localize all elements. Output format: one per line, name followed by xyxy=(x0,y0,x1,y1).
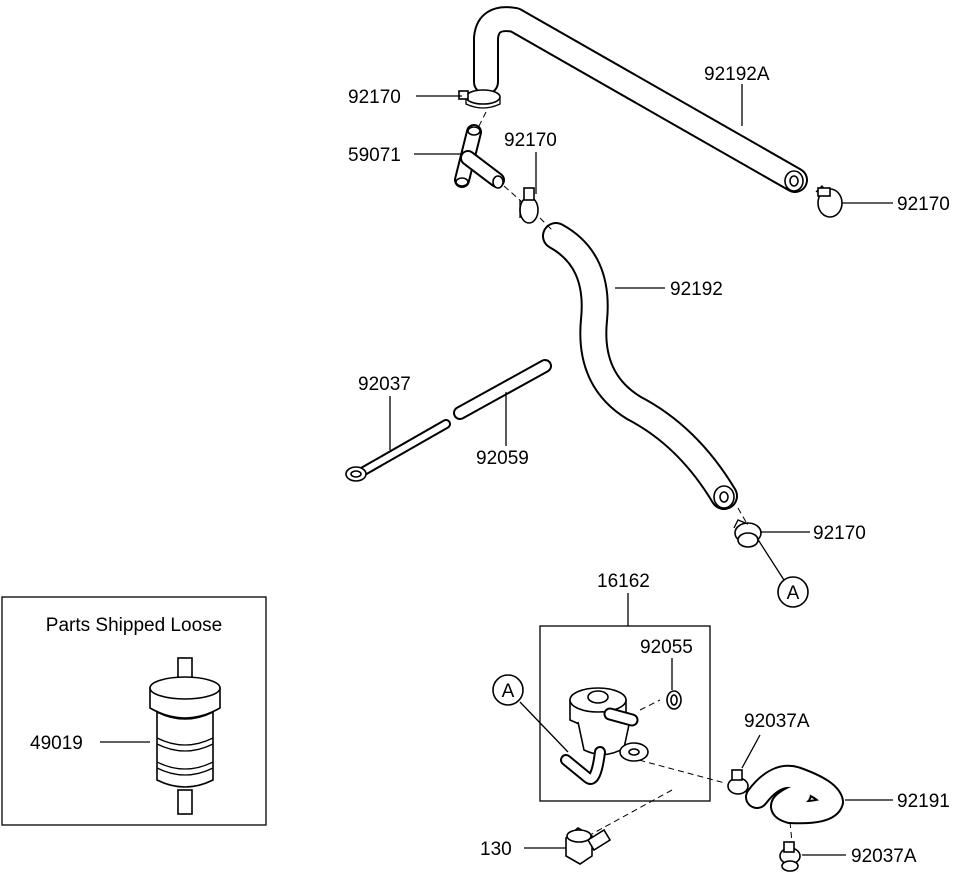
label-92170-middle: 92170 xyxy=(504,130,557,151)
label-59071: 59071 xyxy=(348,145,401,166)
hose-clamp-92170-top xyxy=(458,89,501,109)
sleeve-92059 xyxy=(453,359,552,420)
label-92192A: 92192A xyxy=(704,64,770,85)
leader-lines xyxy=(100,84,893,856)
hose-92192A xyxy=(473,6,808,193)
hose-92191 xyxy=(745,764,844,825)
hose-clamp-92170-middle xyxy=(519,187,539,224)
callout-a-upper: A xyxy=(777,576,809,608)
label-130: 130 xyxy=(480,839,512,860)
hose-92192 xyxy=(542,222,738,510)
parts-shipped-loose-title: Parts Shipped Loose xyxy=(46,615,222,636)
parts-shipped-loose-box: Parts Shipped Loose 49019 xyxy=(1,596,267,826)
hose-clamp-92170-right xyxy=(815,185,843,218)
part-labels: 92170 92192A 59071 92170 92170 92192 920… xyxy=(348,64,950,867)
callout-a-lower-label: A xyxy=(502,681,515,702)
label-92170-top: 92170 xyxy=(348,87,401,108)
o-ring-92055 xyxy=(666,690,682,710)
band-92037 xyxy=(345,419,451,482)
fuel-filter-49019 xyxy=(149,657,221,815)
label-49019: 49019 xyxy=(30,733,83,754)
callout-a-lower: A xyxy=(492,674,524,706)
hose-clamp-92170-lower xyxy=(733,519,762,548)
tee-fitting-59071 xyxy=(454,124,505,189)
label-92170-lower: 92170 xyxy=(813,523,866,544)
clamp-92037A-upper xyxy=(727,769,749,795)
assembly-box-16162 xyxy=(539,625,711,802)
label-92059: 92059 xyxy=(476,448,529,469)
pressure-regulator xyxy=(560,687,649,785)
label-92170-right: 92170 xyxy=(897,194,950,215)
label-92037: 92037 xyxy=(358,374,411,395)
label-92055: 92055 xyxy=(640,637,693,658)
label-92191: 92191 xyxy=(897,791,950,812)
label-92192: 92192 xyxy=(670,279,723,300)
label-92037A-lower: 92037A xyxy=(851,846,917,867)
label-16162: 16162 xyxy=(597,571,650,592)
clamp-92037A-lower xyxy=(779,841,801,872)
label-92037A-upper: 92037A xyxy=(744,711,810,732)
callout-a-upper-label: A xyxy=(787,583,800,604)
bolt-130 xyxy=(565,827,612,865)
